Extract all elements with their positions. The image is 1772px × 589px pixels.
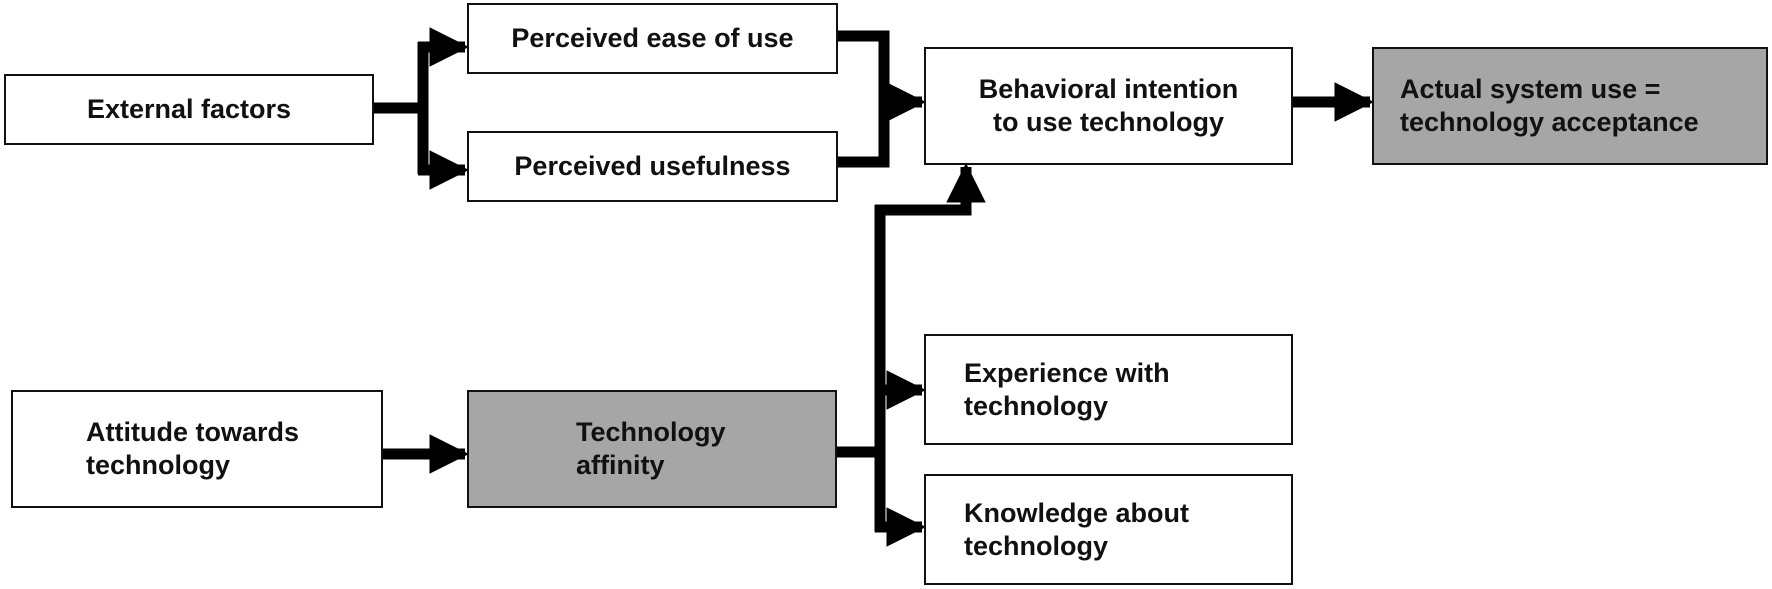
perceived-ease-of-use-box: Perceived ease of use xyxy=(467,3,838,74)
perceived-usefulness-box: Perceived usefulness xyxy=(467,131,838,202)
attitude-towards-technology-box: Attitude towards technology xyxy=(11,390,383,508)
experience-with-technology-box: Experience with technology xyxy=(924,334,1293,445)
external-factors-label: External factors xyxy=(86,94,292,125)
actual-system-use-label: Actual system use = technology acceptanc… xyxy=(1400,74,1699,137)
perceived-ease-of-use-label: Perceived ease of use xyxy=(511,23,794,54)
external-factors-box: External factors xyxy=(4,74,374,145)
connector-perceptions-merge xyxy=(838,30,890,168)
knowledge-about-technology-label: Knowledge about technology xyxy=(964,497,1189,561)
perceived-usefulness-label: Perceived usefulness xyxy=(514,151,791,182)
behavioral-intention-box: Behavioral intention to use technology xyxy=(924,47,1293,165)
experience-with-technology-label: Experience with technology xyxy=(964,357,1170,421)
connector-affinity-trunk xyxy=(837,205,886,532)
technology-affinity-box: Technology affinity xyxy=(467,390,837,508)
connector-external-trunk xyxy=(374,42,429,174)
knowledge-about-technology-box: Knowledge about technology xyxy=(924,474,1293,585)
technology-affinity-label: Technology affinity xyxy=(576,417,726,480)
arrow-affinity-to-intention xyxy=(875,163,986,216)
actual-system-use-box: Actual system use = technology acceptanc… xyxy=(1372,47,1768,165)
behavioral-intention-label: Behavioral intention to use technology xyxy=(978,74,1239,137)
attitude-towards-technology-label: Attitude towards technology xyxy=(86,417,299,480)
